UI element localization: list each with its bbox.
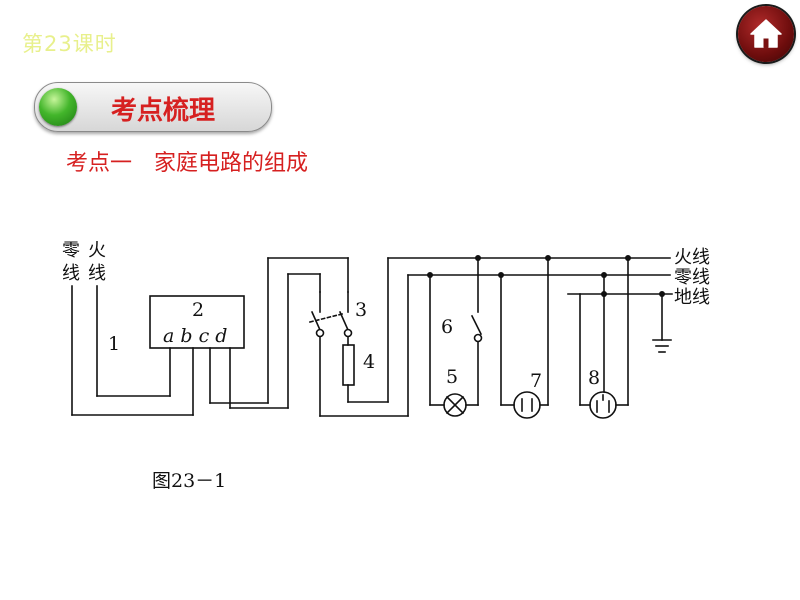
home-button[interactable] [738, 6, 794, 62]
home-icon [750, 19, 782, 48]
component-number-4: 4 [363, 351, 375, 373]
component-number-8: 8 [588, 367, 600, 389]
component-number-3: 3 [355, 299, 367, 321]
left-label-neutral: 零线 [62, 240, 80, 284]
right-label-earth: 地线 [674, 287, 710, 308]
banner-title: 考点梳理 [111, 96, 216, 126]
green-ball-icon [39, 88, 77, 126]
section-banner: 考点梳理 [34, 82, 272, 132]
component-number-7: 7 [530, 370, 542, 392]
meter-terminal-labels: a b c d [163, 325, 227, 347]
section-title: 考点一 家庭电路的组成 [66, 151, 309, 176]
component-number-6: 6 [441, 316, 453, 338]
right-label-live: 火线 [674, 247, 710, 268]
right-label-neutral: 零线 [674, 267, 710, 288]
figure-caption: 图23－1 [152, 470, 227, 492]
component-number-2: 2 [192, 299, 204, 321]
left-label-live: 火线 [88, 240, 106, 284]
lesson-number: 第23课时 [22, 32, 117, 56]
component-number-5: 5 [446, 366, 458, 388]
component-number-1: 1 [108, 333, 120, 355]
